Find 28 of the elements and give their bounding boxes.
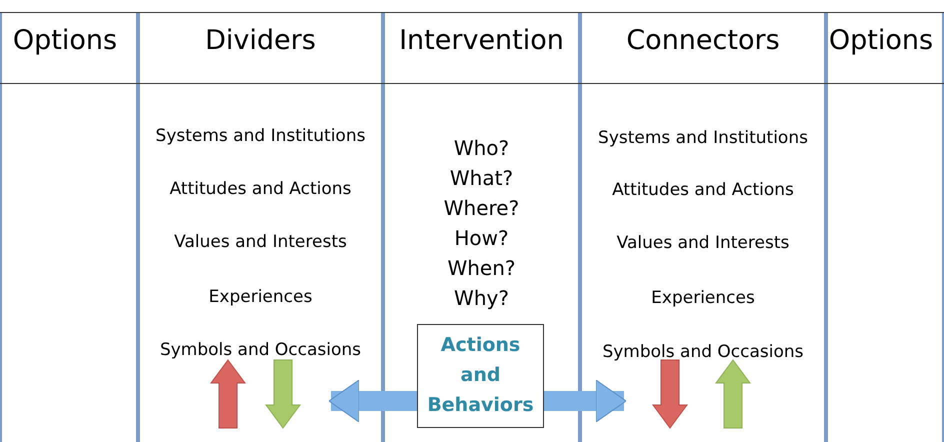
column-header: Options — [828, 24, 934, 58]
question-text: Who? — [454, 136, 510, 160]
table-column — [138, 12, 383, 442]
question-text: When? — [447, 256, 516, 280]
column-header: Dividers — [205, 24, 316, 58]
factor-text: Symbols and Occasions — [160, 340, 362, 360]
question-text: What? — [450, 166, 514, 190]
column-header: Options — [12, 24, 118, 58]
block-arrow — [328, 380, 417, 422]
table-column — [0, 12, 138, 442]
question-text: How? — [454, 226, 509, 250]
column-header: Connectors — [626, 24, 780, 58]
action-box: Actions and Behaviors — [417, 324, 544, 428]
factor-text: Values and Interests — [174, 232, 347, 252]
block-arrow — [544, 380, 626, 422]
question-text: Why? — [454, 286, 509, 310]
factor-text: Attitudes and Actions — [612, 180, 794, 200]
factor-text: Experiences — [208, 287, 312, 307]
table-column — [383, 12, 580, 442]
factor-text: Systems and Institutions — [598, 128, 808, 148]
factor-text: Experiences — [651, 288, 755, 308]
question-text: Where? — [444, 196, 520, 220]
table-column — [580, 12, 826, 442]
factor-text: Values and Interests — [616, 233, 790, 253]
factor-text: Attitudes and Actions — [170, 179, 352, 199]
column-header: Intervention — [399, 24, 564, 58]
factor-text: Systems and Institutions — [156, 126, 366, 146]
factor-text: Symbols and Occasions — [602, 342, 804, 362]
